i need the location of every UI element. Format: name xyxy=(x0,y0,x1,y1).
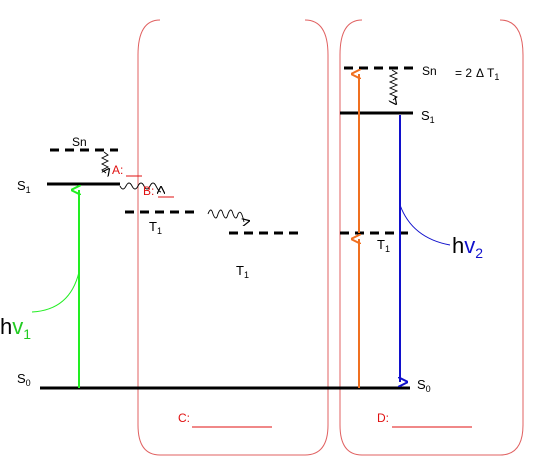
mid-t1-label: T1 xyxy=(236,263,249,280)
isc-a-wave xyxy=(119,182,161,192)
relax-sn-s1-wave xyxy=(100,151,108,173)
ttet-wave xyxy=(207,209,244,222)
a-label: A: xyxy=(112,163,123,177)
hv2-pointer xyxy=(399,204,451,246)
right-t1-label: T1 xyxy=(377,237,390,254)
right-sn-label: Sn xyxy=(422,64,437,78)
c-label: C: xyxy=(178,411,190,425)
relax-sn-s1-right-wave xyxy=(390,69,399,100)
hv1-label: hv1 xyxy=(0,314,31,342)
right-s0-label: S0 xyxy=(417,377,431,394)
b-label: B: xyxy=(143,184,154,198)
hv2-label: hv2 xyxy=(452,233,483,261)
left-s1-label: S1 xyxy=(17,178,31,195)
left-sn-label: Sn xyxy=(72,135,87,149)
right-s1-label: S1 xyxy=(421,108,435,125)
left-s0-label: S0 xyxy=(17,371,31,388)
bracket-d xyxy=(339,19,524,456)
left-t1-label: T1 xyxy=(149,219,162,236)
d-label: D: xyxy=(377,411,389,425)
bracket-c xyxy=(137,19,329,456)
hv1-pointer xyxy=(31,271,80,313)
